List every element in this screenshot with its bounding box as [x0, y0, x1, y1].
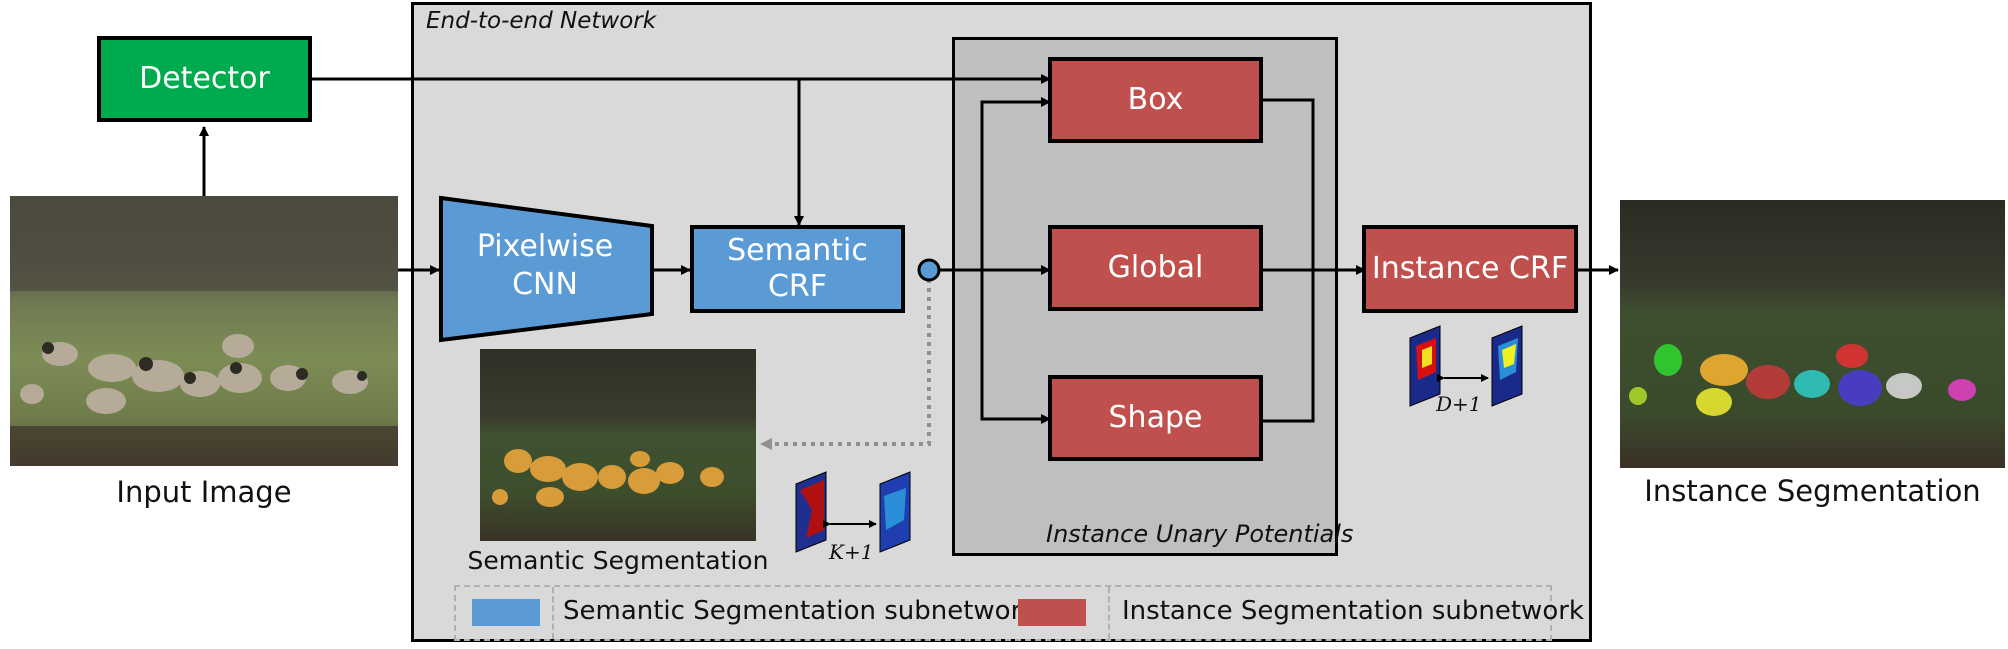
shape-potential-block: Shape: [1048, 375, 1263, 461]
arrow-branch-to-shape: [980, 270, 1051, 424]
line-box-merge: [1263, 98, 1315, 423]
k-plus-1-heatmaps: [795, 471, 911, 553]
semantic-segmentation-image: [480, 349, 756, 541]
legend-panel: [454, 585, 1552, 641]
legend-label-semantic: Semantic Segmentation subnetwork: [563, 596, 1037, 626]
d-plus-1-label: D+1: [1436, 392, 1482, 416]
instance-unary-title: Instance Unary Potentials: [1046, 520, 1354, 548]
semantic-crf-block: Semantic CRF: [690, 225, 905, 313]
network-title: End-to-end Network: [426, 8, 657, 34]
input-image-sheep: [10, 196, 398, 466]
k-plus-1-label: K+1: [829, 540, 874, 564]
arrow-branch-to-box: [980, 97, 1051, 270]
legend-divider: [1108, 587, 1110, 639]
legend-swatch-semantic: [472, 599, 540, 626]
branch-node: [917, 258, 941, 282]
instance-segmentation-image: [1620, 200, 2005, 468]
input-image: [10, 196, 398, 466]
detector-block: Detector: [97, 36, 312, 122]
instance-sheep-overlay: [1629, 344, 1976, 416]
instance-crf-block: Instance CRF: [1362, 225, 1578, 313]
d-plus-1-heatmaps: [1409, 325, 1523, 407]
legend-swatch-instance: [1018, 599, 1086, 626]
input-image-caption: Input Image: [116, 475, 292, 509]
legend-divider: [552, 587, 554, 639]
instance-segmentation-caption: Instance Segmentation: [1644, 474, 1981, 508]
semantic-segmentation-caption: Semantic Segmentation: [467, 546, 769, 575]
semantic-sheep-overlay: [492, 449, 724, 507]
pixelwise-cnn-label: Pixelwise CNN: [476, 229, 614, 302]
dotted-arrow-to-semantic-seg: [760, 279, 931, 450]
legend-label-instance: Instance Segmentation subnetwork: [1122, 596, 1584, 626]
pixelwise-cnn-shape: [439, 195, 654, 343]
box-potential-block: Box: [1048, 57, 1263, 143]
global-potential-block: Global: [1048, 225, 1263, 311]
